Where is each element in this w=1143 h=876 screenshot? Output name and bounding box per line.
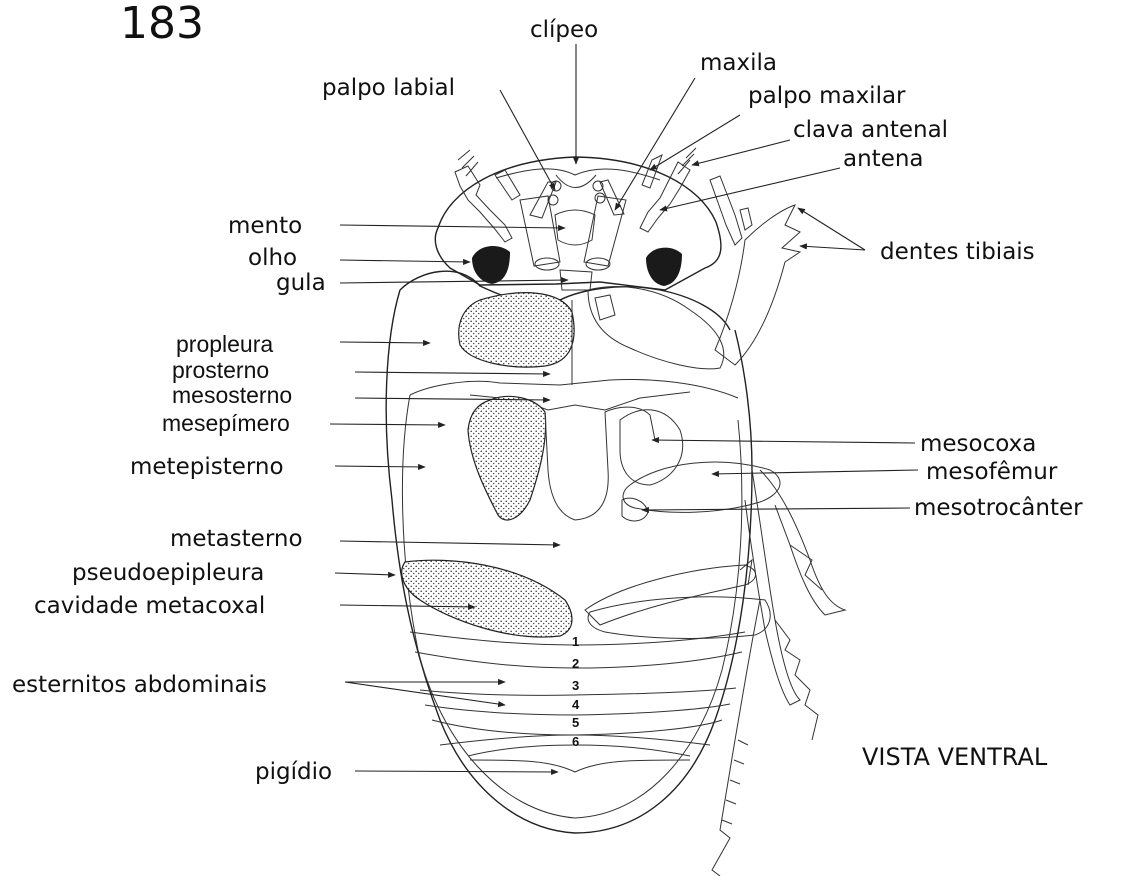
label-mesofemur: mesofêmur	[926, 459, 1058, 485]
view-label: VISTA VENTRAL	[862, 743, 1048, 771]
label-clipeo: clípeo	[530, 17, 598, 43]
label-metepisterno: metepisterno	[130, 454, 284, 480]
leader-olho	[340, 260, 470, 262]
leader-clava-antenal	[692, 140, 790, 165]
leader-metepisterno	[335, 466, 425, 467]
leader-dentes-tibiais-2	[800, 246, 865, 250]
label-mesotrocanter: mesotrocânter	[914, 495, 1083, 521]
label-metasterno: metasterno	[170, 526, 303, 552]
label-antena: antena	[843, 146, 924, 172]
leader-palpo-maxilar	[650, 115, 740, 170]
leader-mesepimero	[330, 424, 445, 425]
figure-number: 183	[120, 0, 204, 49]
sternite-number: 6	[572, 734, 579, 749]
leader-mesocoxa	[652, 440, 915, 443]
sternite-number: 4	[572, 697, 580, 712]
label-gula: gula	[276, 270, 326, 296]
sternite-number: 5	[572, 715, 579, 730]
leader-pigidio	[355, 771, 558, 772]
label-olho: olho	[248, 245, 297, 271]
leader-propleura	[340, 342, 430, 343]
label-mesocoxa: mesocoxa	[920, 431, 1036, 457]
leader-dentes-tibiais-1	[798, 208, 865, 250]
label-pseudoepipleura: pseudoepipleura	[72, 560, 264, 586]
label-maxila: maxila	[700, 50, 777, 76]
leader-maxila	[615, 78, 695, 210]
leader-pseudoepipleura	[335, 573, 395, 575]
label-cavidade-metacoxal: cavidade metacoxal	[34, 593, 265, 619]
leader-prosterno	[355, 372, 550, 374]
leader-esternitos-2	[345, 682, 505, 705]
leader-mento	[340, 225, 565, 228]
sternite-number: 2	[572, 656, 579, 671]
label-dentes-tibiais: dentes tibiais	[880, 239, 1035, 265]
label-mesepimero: mesepímero	[162, 410, 290, 436]
beetle-body: 1 2 3 4 5 6	[386, 148, 845, 876]
label-clava-antenal: clava antenal	[793, 117, 948, 143]
leader-antena	[660, 168, 840, 210]
leader-metasterno	[340, 541, 560, 545]
label-mesosterno: mesosterno	[172, 382, 292, 408]
label-esternitos-abdominais: esternitos abdominais	[12, 672, 267, 698]
leader-lines	[330, 44, 918, 772]
sternite-number: 3	[572, 678, 579, 693]
label-prosterno: prosterno	[172, 357, 269, 383]
label-mento: mento	[228, 213, 302, 239]
label-palpo-maxilar: palpo maxilar	[748, 83, 906, 109]
label-palpo-labial: palpo labial	[322, 75, 455, 101]
leader-mesofemur	[712, 470, 918, 474]
label-pigidio: pigídio	[255, 759, 332, 785]
sternite-number: 1	[572, 634, 579, 649]
label-propleura: propleura	[176, 331, 273, 357]
leader-gula	[340, 280, 568, 283]
